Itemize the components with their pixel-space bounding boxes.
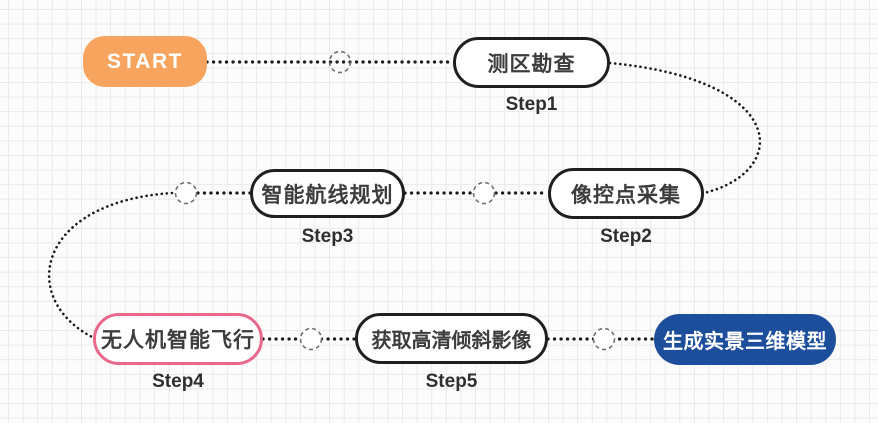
step1-label: Step1 <box>505 94 558 115</box>
junction-node-1 <box>328 50 352 74</box>
flow-node-step5: 获取高清倾斜影像 <box>355 313 548 364</box>
end-node: 生成实景三维模型 <box>654 314 836 365</box>
step5-label: Step5 <box>425 371 478 392</box>
flow-node-step4: 无人机智能飞行 <box>93 313 263 365</box>
step4-label: Step4 <box>152 371 204 392</box>
step3-label: Step3 <box>301 226 354 247</box>
junction-node-5 <box>592 327 616 351</box>
flow-node-step3: 智能航线规划 <box>250 169 405 218</box>
start-node: START <box>83 36 207 87</box>
junction-node-4 <box>299 327 323 351</box>
junction-node-3 <box>174 181 198 205</box>
flow-node-step1: 测区勘查 <box>453 37 610 88</box>
step2-label: Step2 <box>600 226 652 247</box>
junction-node-2 <box>472 181 496 205</box>
flow-node-step2: 像控点采集 <box>548 168 704 219</box>
